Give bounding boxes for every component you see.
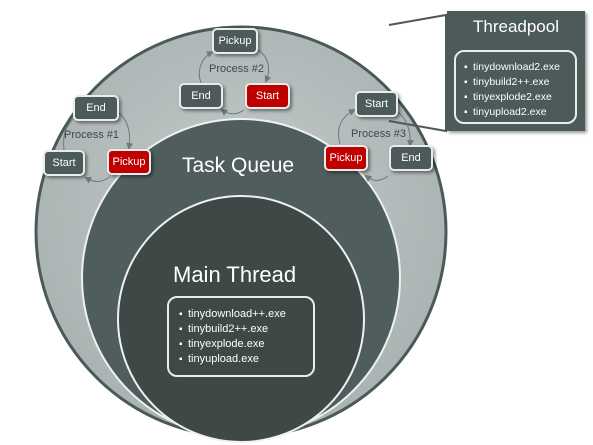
threadpool-item: tinydownload2.exe	[464, 60, 575, 75]
task-queue-title: Task Queue	[182, 154, 295, 177]
main-thread-title: Main Thread	[173, 262, 297, 287]
main-thread-item: tinybuild2++.exe	[179, 322, 313, 337]
threadpool-list: tinydownload2.exe tinybuild2++.exe tinye…	[454, 50, 577, 124]
threadpool-item: tinybuild2++.exe	[464, 75, 575, 90]
process-1-start-box[interactable]: Start	[43, 150, 85, 176]
main-thread-item: tinydownload++.exe	[179, 307, 313, 322]
process-3-end-box[interactable]: End	[389, 145, 433, 171]
threadpool-panel: Threadpool tinydownload2.exe tinybuild2+…	[447, 11, 585, 131]
arrow-end-to-pickup-1	[117, 111, 134, 150]
main-thread-item: tinyupload.exe	[179, 352, 313, 367]
process-3-label: Process #3	[351, 128, 407, 140]
process-2-end-box[interactable]: End	[179, 83, 223, 109]
threadpool-connector	[388, 13, 447, 133]
process-3-start-box[interactable]: Start	[355, 91, 398, 117]
process-1-label: Process #1	[64, 129, 120, 141]
threadpool-item: tinyupload2.exe	[464, 105, 575, 120]
arrow-pickup-to-start-2	[257, 49, 272, 83]
arrow-end-to-pickup-3	[364, 174, 389, 182]
process-1-pickup-box[interactable]: Pickup	[107, 149, 151, 175]
arrow-start-to-end-2	[220, 108, 245, 116]
main-thread-item: tinyexplode.exe	[179, 337, 313, 352]
process-2-pickup-box[interactable]: Pickup	[212, 28, 258, 54]
main-thread-list: tinydownload++.exe tinybuild2++.exe tiny…	[167, 296, 315, 377]
process-2-label: Process #2	[209, 63, 265, 75]
process-1-end-box[interactable]: End	[73, 95, 119, 121]
process-2-start-box[interactable]: Start	[245, 83, 290, 109]
process-3-pickup-box[interactable]: Pickup	[324, 145, 368, 171]
arrow-end-to-pickup-2	[198, 50, 214, 84]
threadpool-title: Threadpool	[472, 17, 559, 36]
arrow-pickup-to-start-1	[84, 176, 111, 184]
arrow-pickup-to-start-3	[338, 109, 356, 145]
threadpool-item: tinyexplode2.exe	[464, 90, 575, 105]
